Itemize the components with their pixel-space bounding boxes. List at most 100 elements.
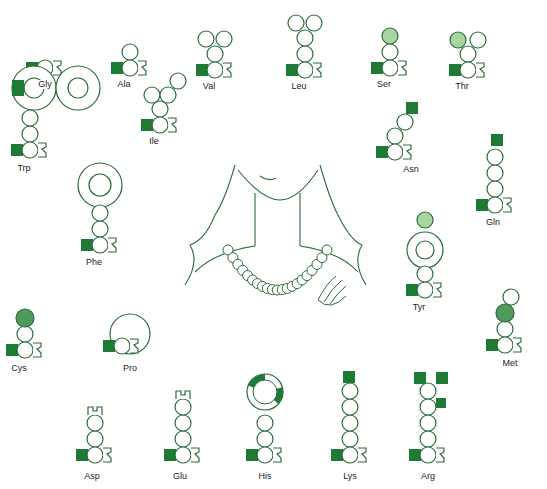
ring-inner <box>253 380 277 404</box>
amino-group <box>486 339 498 351</box>
carboxyl-group <box>108 238 116 252</box>
side-chain-atom <box>417 266 433 282</box>
amino-group <box>196 64 208 76</box>
side-chain-atom <box>342 399 358 415</box>
side-chain-atom <box>22 110 38 126</box>
amino-group <box>141 119 153 131</box>
amino-group <box>371 62 383 74</box>
amino-acid-label: Ile <box>148 137 160 146</box>
amino-acid-bead <box>11 66 100 158</box>
ring <box>407 232 443 268</box>
amino-acid-label: Thr <box>454 82 470 91</box>
side-chain-atom <box>92 205 108 221</box>
side-chain-atom <box>175 415 191 431</box>
alpha-carbon <box>460 62 476 78</box>
ring <box>56 66 100 110</box>
amino-acid-label: Glu <box>172 472 188 481</box>
side-chain-atom <box>122 44 138 60</box>
side-chain-atom <box>17 326 33 342</box>
amino-acid-label: Asn <box>402 165 420 174</box>
amino-acid-label: Ala <box>116 80 131 89</box>
carboxyl-group <box>103 448 111 462</box>
carboxyl-group <box>130 339 138 353</box>
side-chain-atom <box>417 212 433 228</box>
figure-line <box>320 165 366 285</box>
carboxyl-group <box>223 63 231 77</box>
alpha-carbon <box>417 282 433 298</box>
side-chain-atom <box>420 383 436 399</box>
side-chain-atom <box>87 415 103 431</box>
amino-acid-label: Trp <box>16 164 31 173</box>
amino-acid-bead <box>141 73 186 133</box>
amino-group <box>286 64 298 76</box>
side-chain-atom <box>342 431 358 447</box>
amino-acid-label: Gly <box>37 80 53 89</box>
carboxyl-group <box>168 118 176 132</box>
acid-hook <box>176 391 190 399</box>
amino-acid-bead <box>331 371 366 463</box>
side-chain-atom <box>160 87 176 103</box>
amino-acid-label: Tyr <box>412 303 427 312</box>
carboxyl-group <box>513 338 521 352</box>
amino-acid-bead <box>164 391 199 463</box>
figure-line <box>185 165 235 285</box>
ring-inner <box>416 241 434 259</box>
amino-group <box>111 62 123 74</box>
charged-group <box>343 371 355 383</box>
side-chain-atom <box>420 415 436 431</box>
amino-group <box>409 449 421 461</box>
charged-group <box>436 398 446 408</box>
amino-acid-label: Pro <box>122 364 138 373</box>
amino-acid-bead <box>449 32 486 78</box>
side-chain-atom <box>16 309 34 327</box>
side-chain-atom <box>87 431 103 447</box>
amino-acid-label: Gln <box>485 218 501 227</box>
amino-acid-bead <box>103 314 150 354</box>
amino-acid-bead <box>409 372 448 463</box>
hand <box>318 276 346 305</box>
side-chain-atom <box>170 73 186 89</box>
carboxyl-group <box>358 448 366 462</box>
side-chain-atom <box>297 30 313 46</box>
acid-hook <box>88 407 102 415</box>
amino-acid-label: Ser <box>376 80 392 89</box>
side-chain-atom <box>175 399 191 415</box>
amino-acid-bead <box>196 31 232 78</box>
alpha-carbon <box>297 62 313 78</box>
ring-green-part <box>274 387 283 404</box>
necklace-bead <box>322 245 332 255</box>
charged-group <box>491 134 503 146</box>
alpha-carbon <box>257 447 273 463</box>
alpha-carbon <box>92 237 108 253</box>
ring <box>78 163 122 207</box>
amino-group <box>476 199 488 211</box>
amino-group <box>331 449 343 461</box>
side-chain-atom <box>144 87 160 103</box>
ring <box>110 314 150 354</box>
alpha-carbon <box>87 447 103 463</box>
ring-green-part <box>248 374 265 388</box>
alpha-carbon <box>152 117 168 133</box>
amino-acid-bead <box>286 15 322 78</box>
amino-acid-label: Arg <box>420 472 436 481</box>
side-chain-atom <box>420 399 436 415</box>
amino-acid-bead <box>371 28 406 76</box>
side-chain-atom <box>503 289 519 305</box>
figure-line <box>299 193 300 246</box>
alpha-carbon <box>342 447 358 463</box>
amino-acid-bead <box>111 44 146 76</box>
amino-group <box>76 449 88 461</box>
side-chain-atom <box>22 126 38 142</box>
amino-acid-label: Val <box>202 82 216 91</box>
carboxyl-group <box>191 448 199 462</box>
side-chain-atom <box>257 431 273 447</box>
side-chain-atom <box>288 15 304 31</box>
carboxyl-group <box>273 448 281 462</box>
carboxyl-group <box>403 145 411 159</box>
side-chain-atom <box>207 46 223 62</box>
ring <box>12 66 56 110</box>
amino-group <box>164 449 176 461</box>
alpha-carbon <box>497 337 513 353</box>
side-chain-atom <box>382 28 398 44</box>
